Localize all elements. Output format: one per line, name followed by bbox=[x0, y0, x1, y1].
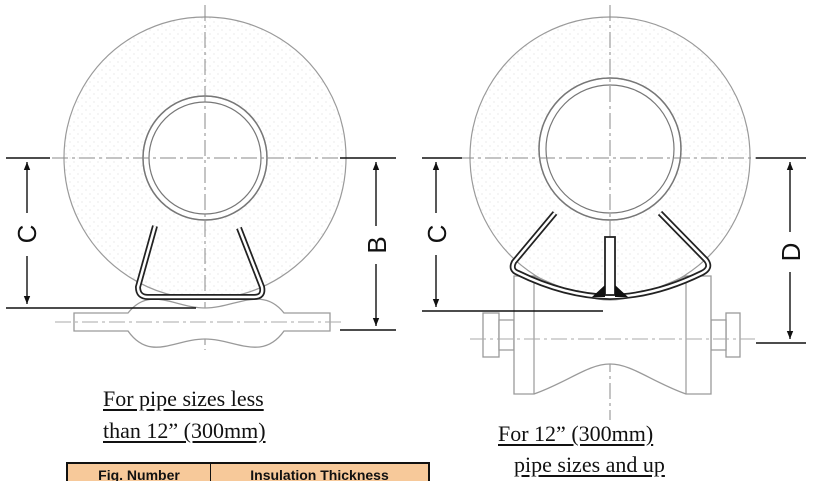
left-caption-line1: For pipe sizes less bbox=[103, 386, 264, 411]
spec-table-header: Fig. Number Insulation Thickness bbox=[66, 462, 430, 481]
right-caption-line2: pipe sizes and up bbox=[514, 452, 665, 477]
left-dim-b-label: B bbox=[362, 236, 392, 253]
right-center-rib bbox=[604, 236, 616, 296]
right-dim-c-label: C bbox=[422, 225, 452, 244]
right-pipe-outer bbox=[538, 77, 682, 221]
right-weld-right bbox=[615, 285, 628, 297]
table-header-insulation-thickness: Insulation Thickness bbox=[250, 467, 389, 481]
right-pipe-inner bbox=[545, 84, 675, 214]
right-weld-left bbox=[592, 285, 605, 297]
left-dim-c-label: C bbox=[12, 225, 42, 244]
right-figure: C D bbox=[422, 5, 806, 420]
right-dim-d-label: D bbox=[776, 243, 806, 262]
table-header-fig-number: Fig. Number bbox=[68, 464, 211, 481]
left-figure: C B bbox=[6, 5, 396, 350]
left-caption-line2: than 12” (300mm) bbox=[103, 418, 266, 443]
left-roller bbox=[73, 298, 331, 348]
right-caption-line1: For 12” (300mm) bbox=[498, 421, 654, 446]
right-roller bbox=[482, 275, 741, 395]
